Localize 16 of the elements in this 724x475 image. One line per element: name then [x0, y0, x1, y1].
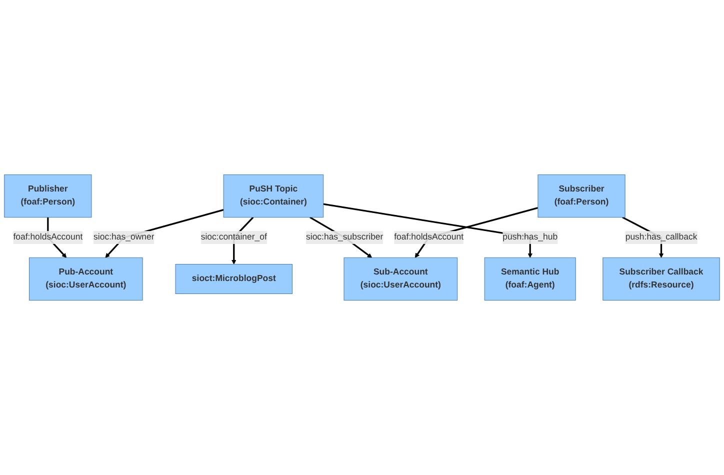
- node-box: Subscriber (foaf:Person): [538, 174, 626, 218]
- edge-label: foaf:holdsAccount: [13, 232, 83, 242]
- edge-label: push:has_callback: [625, 232, 698, 242]
- node-box: Semantic Hub (foaf:Agent): [484, 257, 576, 301]
- edge-label: push:has_hub: [502, 232, 558, 242]
- arrow: [323, 203, 532, 258]
- edge-label: sioc:has_owner: [94, 232, 154, 242]
- edge-label: foaf:holdsAccount: [394, 232, 464, 242]
- node-box: Publisher (foaf:Person): [4, 174, 92, 218]
- edge-label: sioc:container_of: [200, 232, 267, 242]
- edge-label: sioc:has_subscriber: [306, 232, 384, 242]
- node-box: PuSH Topic (sioc:Container): [223, 174, 324, 218]
- node-box: sioct:MicroblogPost: [175, 264, 293, 294]
- node-box: Subscriber Callback (rdfs:Resource): [602, 257, 720, 301]
- node-box: Sub-Account (sioc:UserAccount): [344, 257, 458, 301]
- node-box: Pub-Account (sioc:UserAccount): [28, 257, 143, 301]
